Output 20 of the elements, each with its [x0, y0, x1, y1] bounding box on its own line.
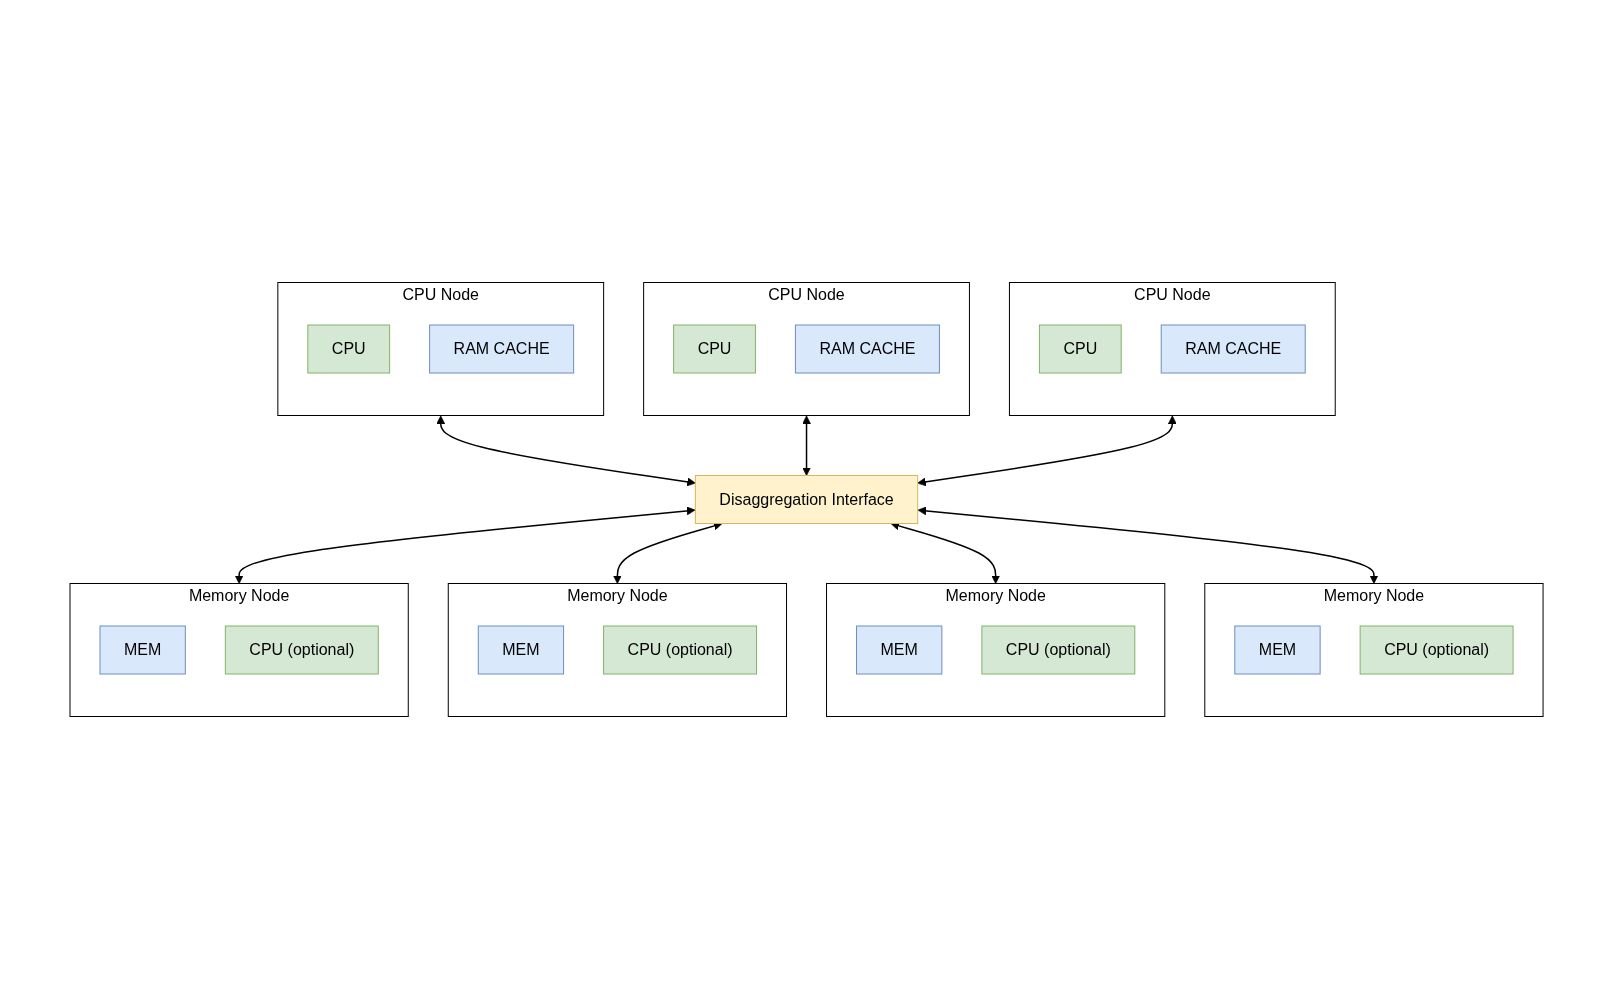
node-box: CPU [673, 324, 757, 374]
node-box: Disaggregation Interface [695, 475, 919, 524]
node-box: CPU (optional) [981, 625, 1136, 675]
node-box: MEM [1234, 625, 1322, 675]
node-box: MEM [99, 625, 187, 675]
node-box: MEM [856, 625, 943, 675]
node-box: RAM CACHE [795, 324, 941, 374]
node-box: CPU (optional) [225, 625, 380, 675]
arrow [235, 506, 696, 584]
arrow [918, 506, 1379, 584]
node-box: MEM [478, 625, 565, 675]
arrow [802, 415, 812, 476]
arrow [436, 415, 697, 487]
node-box: RAM CACHE [1161, 324, 1307, 374]
node-box: RAM CACHE [429, 324, 575, 374]
node-box: CPU (optional) [1360, 625, 1515, 675]
node-box: CPU [307, 324, 391, 374]
node-box: CPU (optional) [603, 625, 758, 675]
node-box: CPU [1039, 324, 1123, 374]
arrow [917, 415, 1178, 487]
